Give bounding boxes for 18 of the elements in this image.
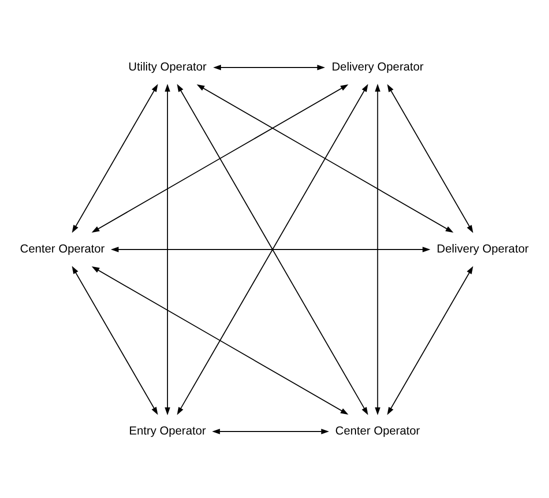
- node-text: Delivery Operator: [332, 60, 424, 74]
- node-text: Center Operator: [335, 424, 420, 438]
- arrow: [196, 84, 454, 232]
- arrow: [387, 84, 474, 232]
- node-text: Entry Operator: [129, 424, 206, 438]
- node-text: Utility Operator: [128, 60, 207, 74]
- arrow: [72, 266, 158, 414]
- arrow: [72, 84, 158, 232]
- arrow: [212, 428, 330, 434]
- arrow: [164, 83, 170, 415]
- arrow: [374, 83, 380, 415]
- arrow: [92, 84, 348, 232]
- node-text: Center Operator: [20, 242, 105, 256]
- arrow: [213, 64, 326, 70]
- arrow: [110, 246, 430, 252]
- arrow: [92, 266, 348, 414]
- node-text: Delivery Operator: [436, 242, 529, 256]
- arrow: [387, 266, 474, 414]
